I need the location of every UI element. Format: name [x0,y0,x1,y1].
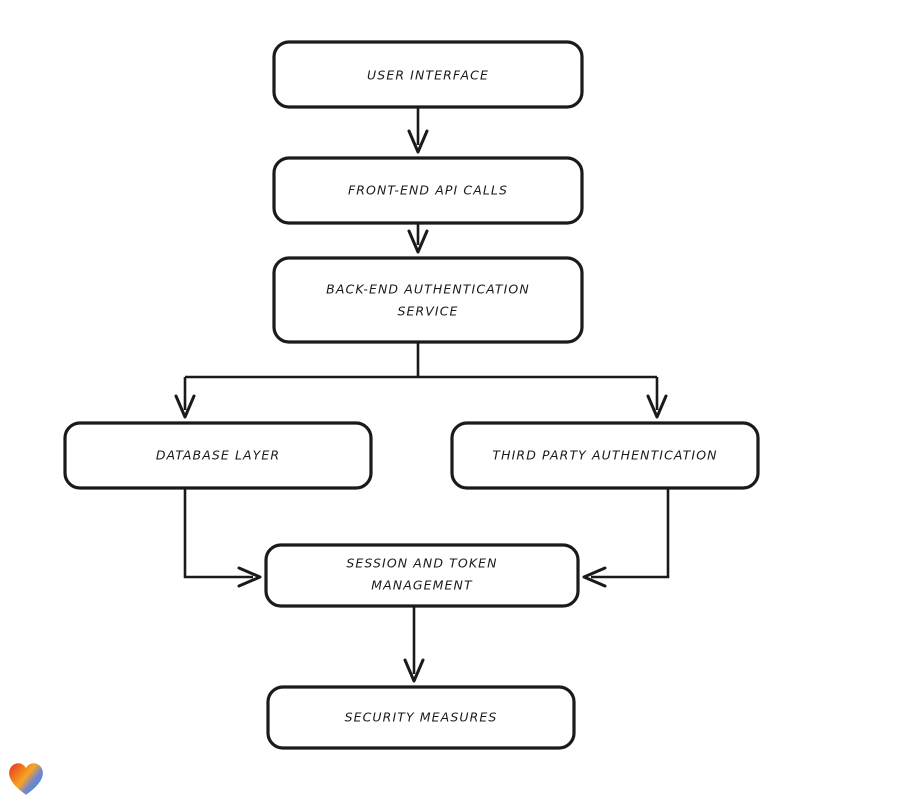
edge-backend-to-database [174,377,196,419]
node-database-layer[interactable]: DATABASE LAYER [63,421,373,490]
node-session-and-token-management-label-line1: SESSION AND TOKEN [346,556,497,571]
node-user-interface[interactable]: USER INTERFACE [272,40,584,109]
edge-api-to-backend [407,223,429,254]
node-session-and-token-management[interactable]: SESSION AND TOKEN MANAGEMENT [264,543,580,608]
node-security-measures-label: SECURITY MEASURES [345,710,498,725]
node-security-measures-shape[interactable] [266,685,576,750]
node-back-end-authentication-service-label-line1: BACK-END AUTHENTICATION [326,282,530,297]
node-third-party-authentication-label: THIRD PARTY AUTHENTICATION [492,448,717,463]
edge-backend-split-bus [185,342,657,379]
heart-icon [9,763,43,795]
node-front-end-api-calls-label: FRONT-END API CALLS [348,183,508,198]
node-session-and-token-management-shape[interactable] [264,543,580,608]
node-back-end-authentication-service-label-line2: SERVICE [397,304,458,319]
node-back-end-authentication-service-shape[interactable] [272,256,584,344]
node-security-measures[interactable]: SECURITY MEASURES [266,685,576,750]
edge-ui-to-api [407,107,429,154]
heart-watermark [8,762,44,796]
node-third-party-authentication[interactable]: THIRD PARTY AUTHENTICATION [450,421,760,490]
edge-backend-to-thirdparty [646,377,668,419]
node-front-end-api-calls-shape[interactable] [272,156,584,225]
node-third-party-authentication-shape[interactable] [450,421,760,490]
node-front-end-api-calls[interactable]: FRONT-END API CALLS [272,156,584,225]
node-user-interface-label: USER INTERFACE [367,68,489,83]
node-database-layer-shape[interactable] [63,421,373,490]
edge-thirdparty-to-session [582,488,670,588]
edge-session-to-security [403,606,425,683]
node-user-interface-shape[interactable] [272,40,584,109]
node-session-and-token-management-label-line2: MANAGEMENT [371,578,473,593]
node-back-end-authentication-service[interactable]: BACK-END AUTHENTICATION SERVICE [272,256,584,344]
node-database-layer-label: DATABASE LAYER [156,448,280,463]
edge-database-to-session [183,488,262,588]
